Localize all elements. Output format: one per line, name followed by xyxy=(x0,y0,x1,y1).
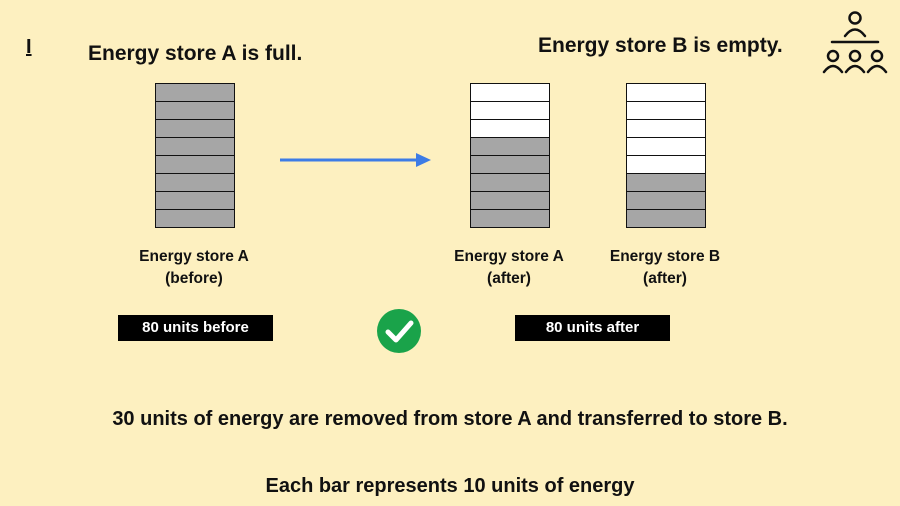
caption-name: Energy store A xyxy=(454,248,564,265)
bar-unit-footnote: Each bar represents 10 units of energy xyxy=(265,475,635,497)
filled-energy-bar xyxy=(156,156,234,174)
filled-energy-bar xyxy=(471,174,549,192)
caption-name: Energy store A xyxy=(139,248,249,265)
empty-energy-bar xyxy=(627,84,705,102)
energy-store-a-after-bar xyxy=(470,83,550,228)
filled-energy-bar xyxy=(156,192,234,210)
filled-energy-bar xyxy=(156,84,234,102)
caption-name: Energy store B xyxy=(609,248,721,265)
caption-store-a-after: Energy store A (after) xyxy=(429,246,589,290)
filled-energy-bar xyxy=(627,192,705,210)
filled-energy-bar xyxy=(156,174,234,192)
empty-energy-bar xyxy=(627,120,705,138)
heading-store-a: Energy store A is full. xyxy=(88,42,303,65)
transfer-statement: 30 units of energy are removed from stor… xyxy=(112,408,788,430)
filled-energy-bar xyxy=(156,138,234,156)
empty-energy-bar xyxy=(471,120,549,138)
heading-store-b: Energy store B is empty. xyxy=(538,34,783,57)
arrow-right-icon xyxy=(280,153,431,167)
empty-energy-bar xyxy=(471,84,549,102)
empty-energy-bar xyxy=(627,156,705,174)
label-units-after: 80 units after xyxy=(515,315,670,341)
caption-state: (before) xyxy=(165,270,223,287)
group-people-icon xyxy=(822,11,888,74)
check-circle-icon xyxy=(377,309,421,353)
filled-energy-bar xyxy=(156,210,234,228)
empty-energy-bar xyxy=(471,102,549,120)
filled-energy-bar xyxy=(471,192,549,210)
filled-energy-bar xyxy=(471,210,549,228)
filled-energy-bar xyxy=(471,138,549,156)
caption-state: (after) xyxy=(643,270,687,287)
filled-energy-bar xyxy=(627,174,705,192)
filled-energy-bar xyxy=(156,102,234,120)
filled-energy-bar xyxy=(156,120,234,138)
energy-store-a-before-bar xyxy=(155,83,235,228)
caption-state: (after) xyxy=(487,270,531,287)
label-units-before: 80 units before xyxy=(118,315,273,341)
empty-energy-bar xyxy=(627,102,705,120)
empty-energy-bar xyxy=(627,138,705,156)
energy-store-b-after-bar xyxy=(626,83,706,228)
slide-marker: I xyxy=(26,36,32,58)
filled-energy-bar xyxy=(627,210,705,228)
caption-store-b-after: Energy store B (after) xyxy=(585,246,745,290)
caption-store-a-before: Energy store A (before) xyxy=(114,246,274,290)
filled-energy-bar xyxy=(471,156,549,174)
